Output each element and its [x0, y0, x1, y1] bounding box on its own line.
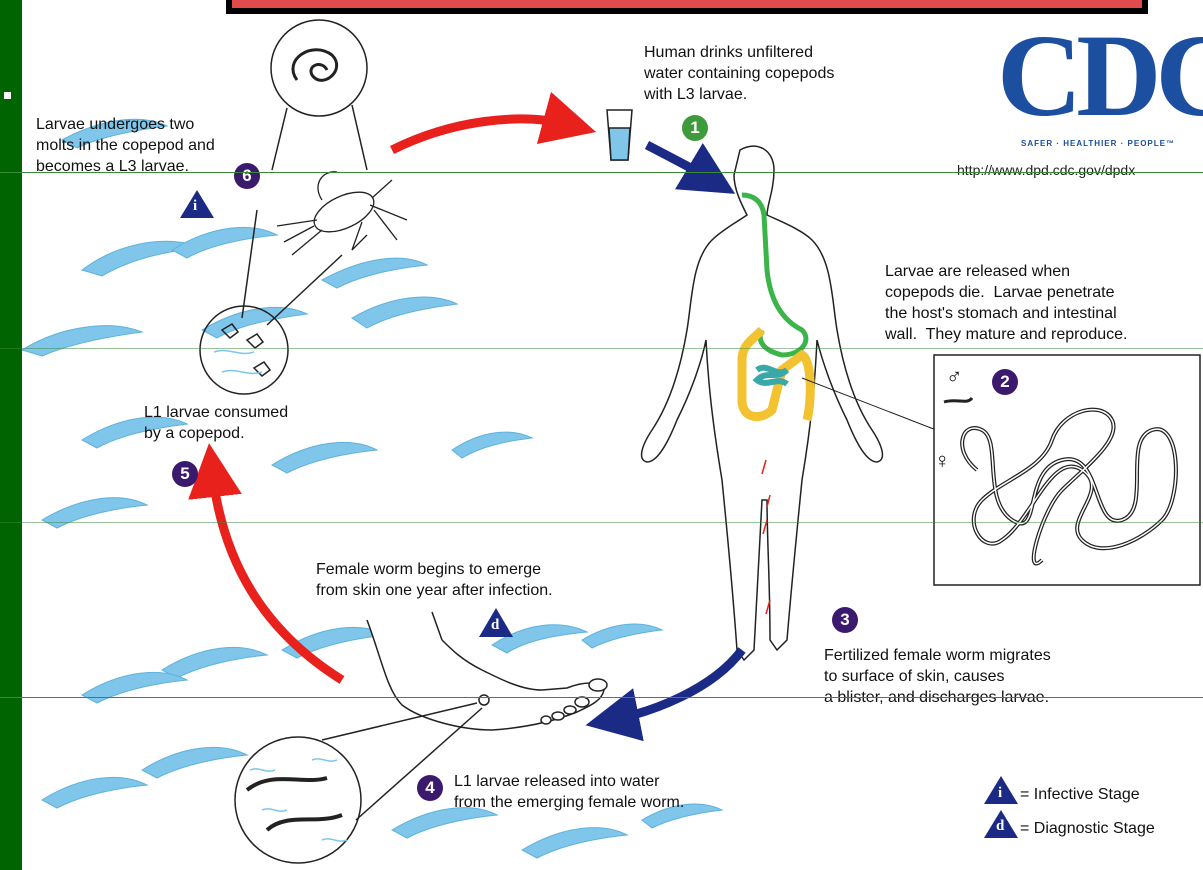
step-2-badge: 2	[992, 369, 1018, 395]
step-2-text: Larvae are released when copepods die. L…	[885, 261, 1128, 345]
legend-diagnostic-label: = Diagnostic Stage	[1020, 818, 1155, 839]
step-6-badge: 6	[234, 163, 260, 189]
legend-diagnostic-letter: d	[996, 818, 1004, 835]
rule-line	[0, 172, 1203, 173]
title-bar-fill	[232, 0, 1142, 8]
step-3-badge: 3	[832, 607, 858, 633]
step-1-badge: 1	[682, 115, 708, 141]
larvae-magnifier	[235, 703, 482, 863]
rule-line	[0, 522, 1203, 523]
step-4-text: L1 larvae released into water from the e…	[454, 771, 684, 813]
life-cycle-diagram: i d i d CDC SAFER · HEALTHIER · PEOPLE™ …	[22, 0, 1203, 870]
emerge-text: Female worm begins to emerge from skin o…	[316, 559, 553, 601]
copepod-larva-magnifier	[271, 20, 367, 170]
cdc-logo: CDC SAFER · HEALTHIER · PEOPLE™	[997, 15, 1199, 150]
cdc-url: http://www.dpd.cdc.gov/dpdx	[957, 162, 1135, 178]
infective-triangle-letter: i	[193, 198, 197, 215]
cdc-tagline: SAFER · HEALTHIER · PEOPLE™	[997, 139, 1199, 148]
female-symbol: ♀	[934, 450, 951, 471]
step-4-badge: 4	[417, 775, 443, 801]
adult-worms-box	[934, 355, 1200, 585]
rule-line	[0, 348, 1203, 349]
water-waves	[22, 119, 722, 858]
cdc-logo-wordmark: CDC	[997, 15, 1199, 137]
legend-infective-label: = Infective Stage	[1020, 784, 1140, 805]
step-5-badge: 5	[172, 461, 198, 487]
step-6-text: Larvae undergoes two molts in the copepo…	[36, 114, 215, 177]
legend-infective-letter: i	[998, 785, 1002, 802]
rule-line	[0, 697, 1203, 698]
slide-bullet	[4, 92, 11, 99]
arrow-3-to-4	[612, 650, 742, 720]
diagnostic-triangle-letter: d	[491, 617, 499, 634]
water-glass	[607, 110, 632, 160]
male-symbol: ♂	[946, 366, 963, 387]
step-1-text: Human drinks unfiltered water containing…	[644, 42, 834, 105]
step-5-text: L1 larvae consumed by a copepod.	[144, 402, 288, 444]
arrow-6-to-1	[392, 119, 570, 150]
copepod	[277, 172, 407, 255]
arrow-1-to-body	[647, 145, 712, 180]
step-3-text: Fertilized female worm migrates to surfa…	[824, 645, 1051, 708]
